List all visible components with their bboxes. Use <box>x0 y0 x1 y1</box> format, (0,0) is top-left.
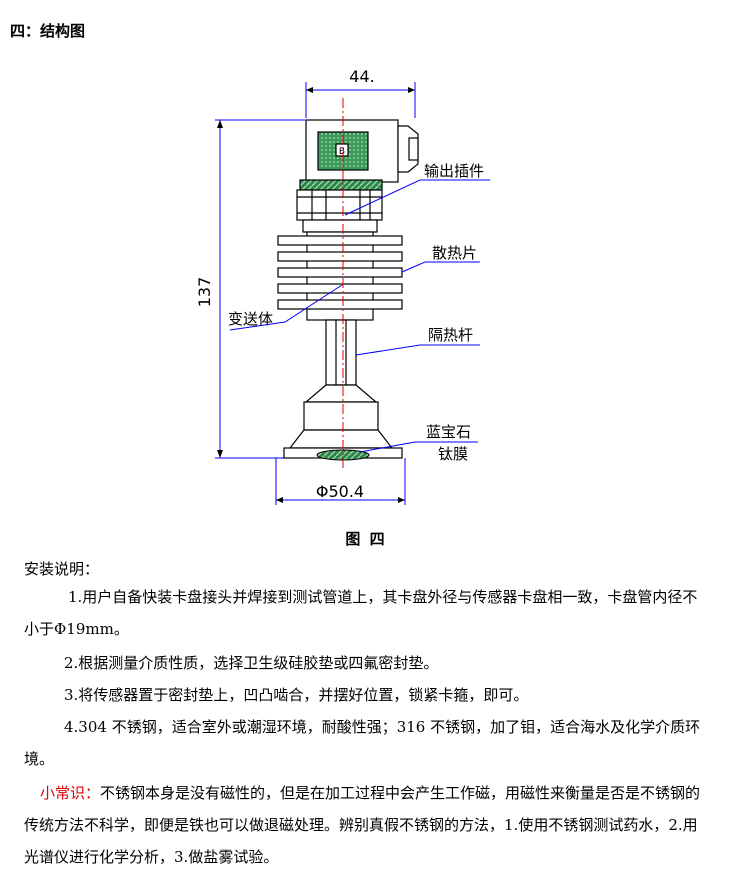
dimension-top: 44. <box>349 67 374 86</box>
structure-diagram: B <box>195 67 490 505</box>
output-connector <box>299 119 419 191</box>
install-title: 安装说明： <box>24 560 100 578</box>
label-sapphire: 蓝宝石 <box>426 423 471 441</box>
install-item-4: 4.304 不锈钢，适合室外或潮湿环境，耐酸性强；316 不锈钢，加了钼，适合海… <box>24 718 701 768</box>
isolation-rod <box>325 319 357 386</box>
leader-lines <box>229 179 490 453</box>
connector-mark: B <box>339 147 345 157</box>
install-item-3: 3.将传感器置于密封垫上，凹凸啮合，并摆好位置，锁紧卡箍，即可。 <box>64 686 529 704</box>
tip-text: 不锈钢本身是没有磁性的，但是在加工过程中会产生工作磁，用磁性来衡量是否是不锈钢的… <box>24 784 701 866</box>
install-item-1: 1.用户自备快装卡盘接头并焊接到测试管道上，其卡盘外径与传感器卡盘相一致，卡盘管… <box>24 588 698 638</box>
tip-label: 小常识： <box>40 784 101 802</box>
label-heat-sink: 散热片 <box>432 244 477 262</box>
hex-nut <box>296 189 383 233</box>
label-transmitter: 变送体 <box>228 310 273 328</box>
install-item-2: 2.根据测量介质性质，选择卫生级硅胶垫或四氟密封垫。 <box>64 654 439 672</box>
label-isolation-rod: 隔热杆 <box>428 326 473 344</box>
figure-caption: 图 四 <box>345 530 387 548</box>
heat-sink <box>277 231 403 321</box>
label-titanium: 钛膜 <box>438 445 468 463</box>
dimension-height: 137 <box>195 277 214 308</box>
tip-paragraph: 小常识：不锈钢本身是没有磁性的，但是在加工过程中会产生工作磁，用磁性来衡量是否是… <box>24 777 710 873</box>
dimension-bottom: Φ50.4 <box>316 482 364 501</box>
section-heading: 四：结构图 <box>10 22 86 40</box>
label-output-plug: 输出插件 <box>424 162 484 180</box>
dimension-lines <box>215 82 416 505</box>
